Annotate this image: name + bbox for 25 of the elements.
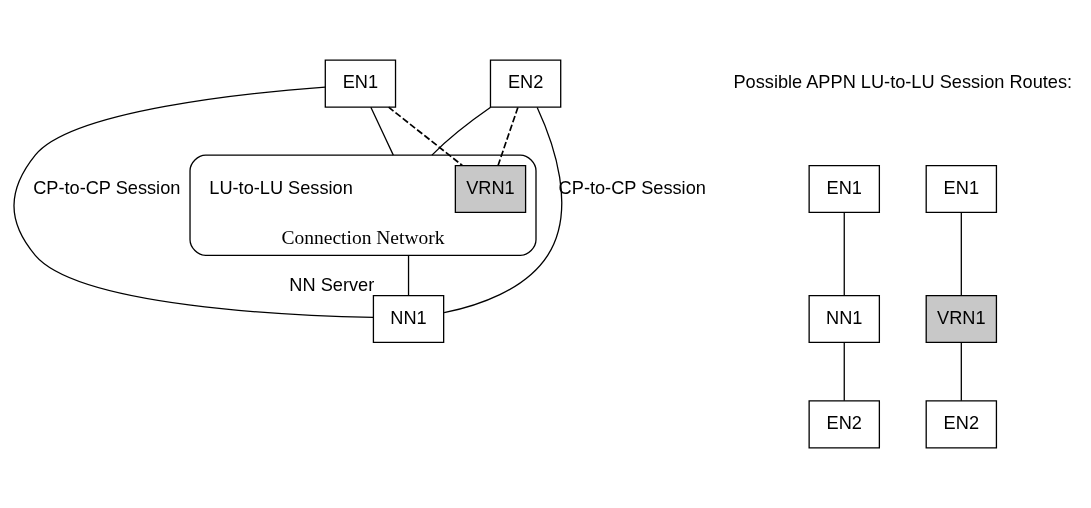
node-box: EN2 [925,400,998,449]
node-box: EN2 [808,400,880,449]
connector [13,86,374,318]
connector [843,211,845,296]
node-label: NN Server [289,274,375,295]
node-box: NN1 [372,294,445,344]
connector [960,342,962,402]
node-box: NN1 [808,294,880,344]
node-box: EN1 [324,59,397,108]
node-box: VRN1 [454,164,527,214]
node-box: EN1 [925,164,998,214]
edge-label: CP-to-CP Session [33,177,181,198]
connector [443,106,563,314]
label: Possible APPN LU-to-LU Session Routes: [733,72,1073,93]
connector [370,106,394,156]
connector [960,211,962,296]
node-box: VRN1 [925,294,998,344]
node-box: EN2 [489,59,562,108]
label: LU-to-LU Session [209,177,353,198]
connector [431,106,492,156]
node-box: EN1 [808,164,880,214]
connector [843,342,845,402]
connector [407,254,410,297]
connector [387,106,464,167]
connector [497,106,519,167]
